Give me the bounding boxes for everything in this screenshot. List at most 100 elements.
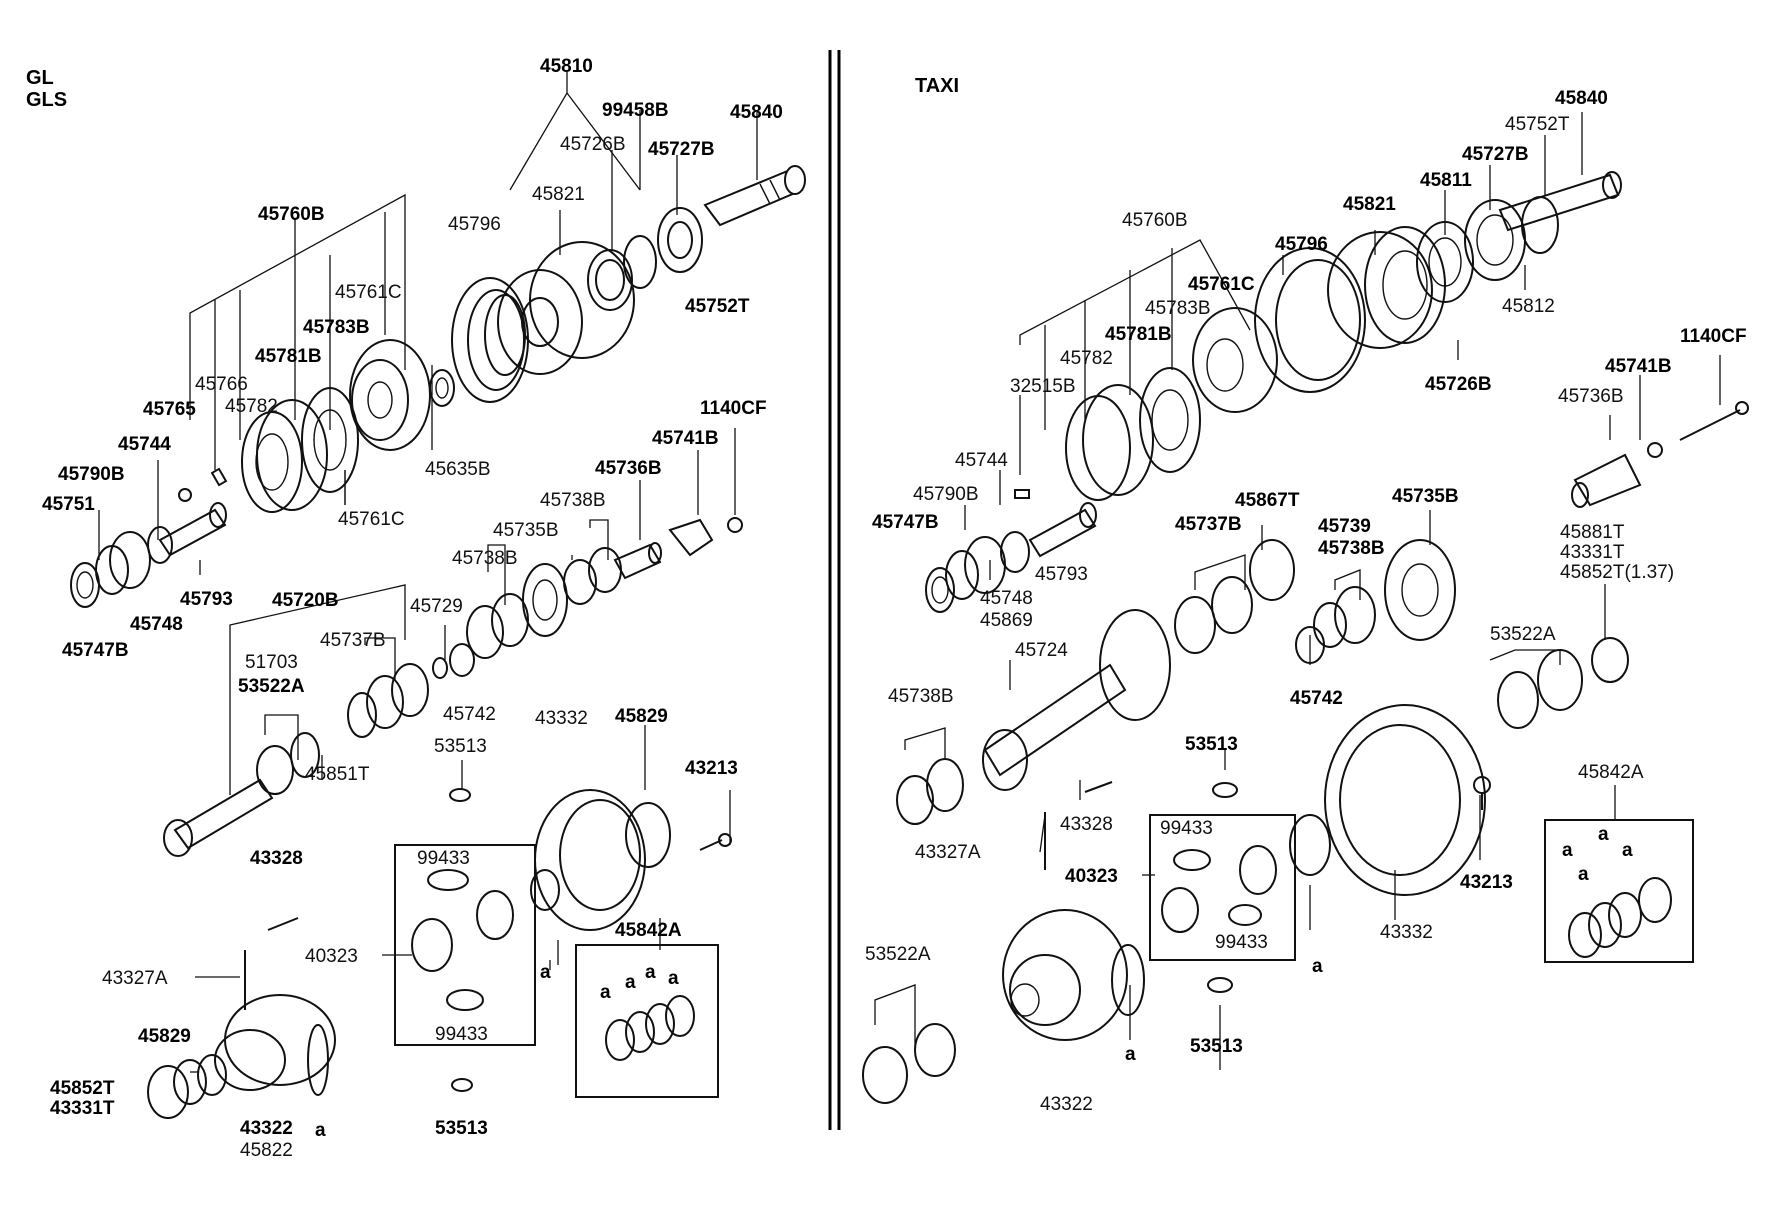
gear-45783b-right [1139,367,1201,473]
pinion-gears-99433-right [1161,845,1277,933]
label-45747b: 45747B [62,640,129,661]
label-45737b-left: 45737B [320,630,386,651]
ring-gear-45796 [451,277,529,403]
label-43213-left: 43213 [685,758,738,779]
snap-ring-45821 [529,241,635,359]
label-99458b: 99458B [602,100,669,121]
label-43327a-left: 43327A [102,968,168,989]
label-45765: 45765 [143,399,196,420]
label-a-left-4: a [668,968,679,989]
leader-lines-right [874,112,1721,1070]
label-45852t-right: 45852T(1.37) [1560,562,1674,583]
label-43322-left: 43322 [240,1118,293,1139]
shim-kit-box-45842a-right [1544,819,1694,963]
shim-a-left [530,869,560,911]
label-45742-right: 45742 [1290,688,1343,709]
label-40323-right: 40323 [1065,866,1118,887]
label-53513-b-right: 53513 [1190,1036,1243,1057]
left-parts [70,165,806,1119]
bearing-45727b [657,207,703,273]
label-45829-b: 45829 [138,1026,191,1047]
snap-ring-45821-right [1327,231,1433,349]
label-53513-a-right: 53513 [1185,734,1238,755]
washer-45742 [449,643,475,677]
label-45748: 45748 [130,614,183,635]
label-45851t: 45851T [305,764,370,785]
label-45761c-a: 45761C [335,282,402,303]
right-parts [862,171,1749,1104]
label-1140cf-right: 1140CF [1680,326,1747,347]
gear-45783b [301,387,359,493]
washer-53513-right-a [1212,782,1238,798]
gear-45727b-right [1464,199,1526,281]
label-45726b-right: 45726B [1425,374,1492,395]
bracket-45741b [668,518,714,557]
bearing-99458b [623,235,657,289]
output-shaft [703,165,806,227]
bolt-43213-right [1473,776,1491,810]
label-45852t-left: 45852T [50,1078,115,1099]
washer-53513-a [449,788,471,802]
ring-gear-43332 [534,789,671,931]
label-a-left-3: a [645,962,656,983]
pinion-gears-99433 [411,869,514,1011]
label-45727b: 45727B [648,139,715,160]
label-45761c-right: 45761C [1188,274,1255,295]
label-45744: 45744 [118,434,171,455]
label-43322-right: 43322 [1040,1094,1093,1115]
label-45752t-right: 45752T [1505,114,1570,135]
variant-label-gls: GLS [26,89,67,111]
bearing-53522a-right-a [1497,649,1583,729]
label-99433-b-right: 99433 [1215,932,1268,953]
gear-45735b [522,563,568,637]
label-43331t-left: 43331T [50,1098,115,1119]
label-45744-right: 45744 [955,450,1008,471]
bolt-43213 [699,833,732,851]
diff-case-43322 [214,994,336,1096]
label-43331t-right: 43331T [1560,542,1625,563]
label-43332-left: 43332 [535,708,588,729]
label-53513-a-left: 53513 [434,736,487,757]
label-a-right-3: a [1562,840,1573,861]
label-45738b-a-left: 45738B [540,490,606,511]
label-45781b-right: 45781B [1105,324,1172,345]
carrier-45810 [497,269,583,375]
label-45840: 45840 [730,102,783,123]
shaft-45793-right [1028,502,1097,558]
label-99433-a-right: 99433 [1160,818,1213,839]
washer-53513-right-b [1207,977,1233,993]
label-45727b-right: 45727B [1462,144,1529,165]
variant-label-gl: GL [26,67,54,89]
gear-45790b [95,531,151,595]
bearing-45737b-right [1174,576,1253,654]
label-45726b: 45726B [560,134,626,155]
counter-shaft-45724 [982,609,1171,791]
label-45760b: 45760B [258,204,325,225]
gear-45635b [429,369,455,407]
label-a-left-6: a [315,1120,326,1141]
ring-45867t [1249,539,1295,601]
label-45738b-b-left: 45738B [452,548,518,569]
bearing-45738b-b [466,593,529,659]
label-a-left-1: a [540,962,551,983]
bearing-45738b-right-b [896,758,964,825]
label-45811: 45811 [1420,170,1472,191]
label-a-right-5: a [1622,840,1633,861]
label-45881t: 45881T [1560,522,1625,543]
label-45741b-right: 45741B [1605,356,1672,377]
label-45735b-right: 45735B [1392,486,1459,507]
diff-case-43322-right [1002,909,1128,1041]
label-a-right-6: a [1578,864,1589,885]
carrier-45726b [1364,226,1446,344]
label-45810: 45810 [540,56,593,77]
washer-53513-b [451,1078,473,1092]
label-40323-left: 40323 [305,946,358,967]
label-43332-right: 43332 [1380,922,1433,943]
gear-45781b [241,399,328,513]
bolt-1140cf [727,517,743,533]
label-45736b-right: 45736B [1558,386,1624,407]
label-45738b-b-right: 45738B [888,686,954,707]
carrier-45761c [349,339,431,451]
bearing-45747b-right [925,567,955,613]
label-43328-right: 43328 [1060,814,1113,835]
